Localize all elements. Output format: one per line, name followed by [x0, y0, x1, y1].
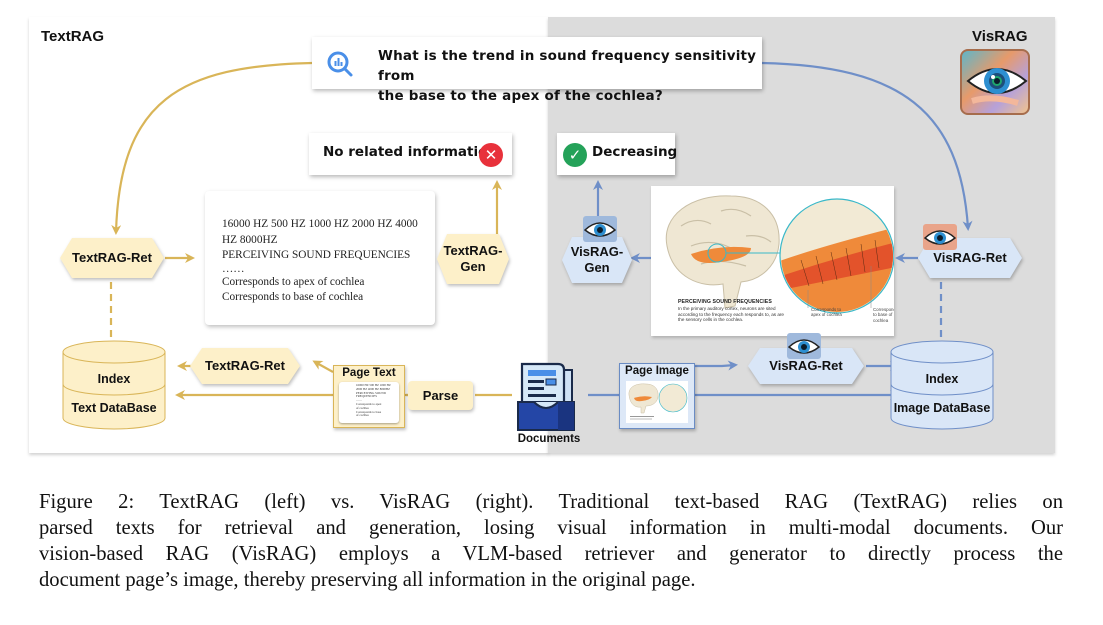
- visrag-ret-bottom-node: VisRAG-Ret: [748, 348, 864, 384]
- visrag-answer-text: Decreasing: [592, 144, 678, 160]
- page-image-title: Page Image: [625, 365, 689, 377]
- page-text-line: FREQUENCIES: [356, 394, 377, 399]
- page-text-line: ……: [356, 398, 363, 403]
- page-text-line: 16000 HZ 500 HZ 1000 HZ: [356, 383, 391, 387]
- caption-line: parsed texts for retrieval and generatio…: [39, 517, 1063, 539]
- textrag-gen-label-2: Gen: [460, 259, 486, 274]
- image-db-index-label: Index: [925, 372, 959, 386]
- text-db-name-label: Text DataBase: [71, 401, 157, 415]
- chunk-line: 16000 HZ 500 HZ 1000 HZ 2000 HZ 4000: [222, 218, 418, 230]
- textrag-section-title: TextRAG: [41, 28, 105, 45]
- textrag-ret-bottom-label: TextRAG-Ret: [205, 358, 285, 373]
- chunk-line: HZ 8000HZ: [222, 233, 278, 246]
- chunk-line: ……: [222, 262, 245, 275]
- query-to-textrag-ret-arrow: [111, 61, 313, 235]
- retrieved-text-chunk: 16000 HZ 500 HZ 1000 HZ 2000 HZ 4000 HZ …: [205, 191, 435, 325]
- textrag-gen-node: TextRAG-Gen: [437, 234, 509, 284]
- caption-line: vision-based RAG (VisRAG) employs a VLM-…: [39, 543, 1063, 565]
- illustration-note-apex: Corresponds to apex of cochlea: [811, 307, 842, 318]
- query-line-2: the base to the apex of the cochlea?: [378, 88, 663, 104]
- page-image-to-visrag-ret-arrow: [693, 360, 738, 371]
- chunk-line: Corresponds to base of cochlea: [222, 291, 364, 303]
- page-text-card: Page Text 16000 HZ 500 HZ 1000 HZ 2000 H…: [333, 365, 405, 428]
- text-db-index-label: Index: [97, 372, 131, 386]
- page-image-card: Page Image: [619, 363, 695, 429]
- query-line-1: What is the trend in sound frequency sen…: [378, 48, 757, 84]
- text-database: Index Text DataBase: [62, 340, 166, 430]
- illustration-body: In the primary auditory cortex, neurons …: [678, 306, 784, 323]
- figure-caption: Figure 2: TextRAG (left) vs. VisRAG (rig…: [39, 489, 1063, 593]
- visrag-gen-label-1: VisRAG-: [570, 244, 624, 259]
- page-image-thumbnail: [626, 381, 688, 423]
- visrag-answer-box: ✓ Decreasing: [557, 133, 678, 175]
- textrag-answer-text: No related information: [323, 144, 497, 160]
- page-text-line: PERCEIVING SOUND: [356, 390, 386, 395]
- illustration-note-base: Corresponds to base of cochlea: [873, 307, 894, 323]
- visrag-logo-eye-icon: [960, 49, 1030, 115]
- chunk-line: PERCEIVING SOUND FREQUENCIES: [222, 249, 411, 261]
- textrag-gen-label-1: TextRAG-: [443, 243, 503, 258]
- page-text-line: of cochlea: [356, 405, 369, 410]
- image-db-name-label: Image DataBase: [893, 401, 991, 415]
- visrag-section-title: VisRAG: [972, 28, 1028, 45]
- image-database: Index Image DataBase: [890, 340, 994, 430]
- visrag-gen-label-2: Gen: [584, 260, 610, 275]
- search-analytics-icon: [327, 51, 353, 77]
- textrag-ret-label: TextRAG-Ret: [72, 250, 152, 265]
- page-text-line: Corresponds to apex: [356, 401, 382, 406]
- cross-icon: ✕: [479, 143, 503, 167]
- rag-comparison-figure: TextRAG VisRAG: [41, 17, 1055, 453]
- documents-label: Documents: [517, 433, 581, 445]
- documents-icon: [516, 360, 576, 432]
- page-text-line: 2000 HZ 4000 HZ 8000HZ: [356, 386, 391, 391]
- page-text-thumbnail: 16000 HZ 500 HZ 1000 HZ 2000 HZ 4000 HZ …: [339, 382, 399, 423]
- textrag-answer-box: No related information ✕: [309, 133, 512, 175]
- visrag-ret-bottom-label: VisRAG-Ret: [769, 358, 843, 373]
- visrag-ret-label: VisRAG-Ret: [933, 250, 1007, 265]
- caption-line: document page’s image, thereby preservin…: [39, 569, 696, 591]
- illustration-title: PERCEIVING SOUND FREQUENCIES: [678, 299, 772, 305]
- eye-icon: [583, 216, 617, 242]
- chunk-line: Corresponds to apex of cochlea: [222, 275, 365, 288]
- page-text-title: Page Text: [342, 367, 396, 379]
- visrag-gen-node: VisRAG-Gen: [562, 237, 632, 283]
- check-icon: ✓: [563, 143, 587, 167]
- query-to-visrag-ret-arrow: [761, 61, 973, 231]
- page-text-line: of cochlea: [356, 413, 369, 418]
- parse-node: Parse: [408, 381, 473, 410]
- eye-icon: [923, 224, 957, 250]
- textrag-ret-bottom-node: TextRAG-Ret: [190, 348, 300, 384]
- query-text: What is the trend in sound frequency sen…: [378, 46, 758, 106]
- textrag-ret-node: TextRAG-Ret: [60, 238, 164, 278]
- eye-icon: [787, 333, 821, 359]
- page-text-line: Corresponds to base: [356, 409, 382, 414]
- caption-line: Figure 2: TextRAG (left) vs. VisRAG (rig…: [39, 491, 1063, 513]
- cochlea-illustration-image: PERCEIVING SOUND FREQUENCIES In the prim…: [651, 186, 894, 336]
- page-text-to-textrag-ret-arrow: [312, 360, 334, 373]
- query-box: What is the trend in sound frequency sen…: [312, 37, 762, 104]
